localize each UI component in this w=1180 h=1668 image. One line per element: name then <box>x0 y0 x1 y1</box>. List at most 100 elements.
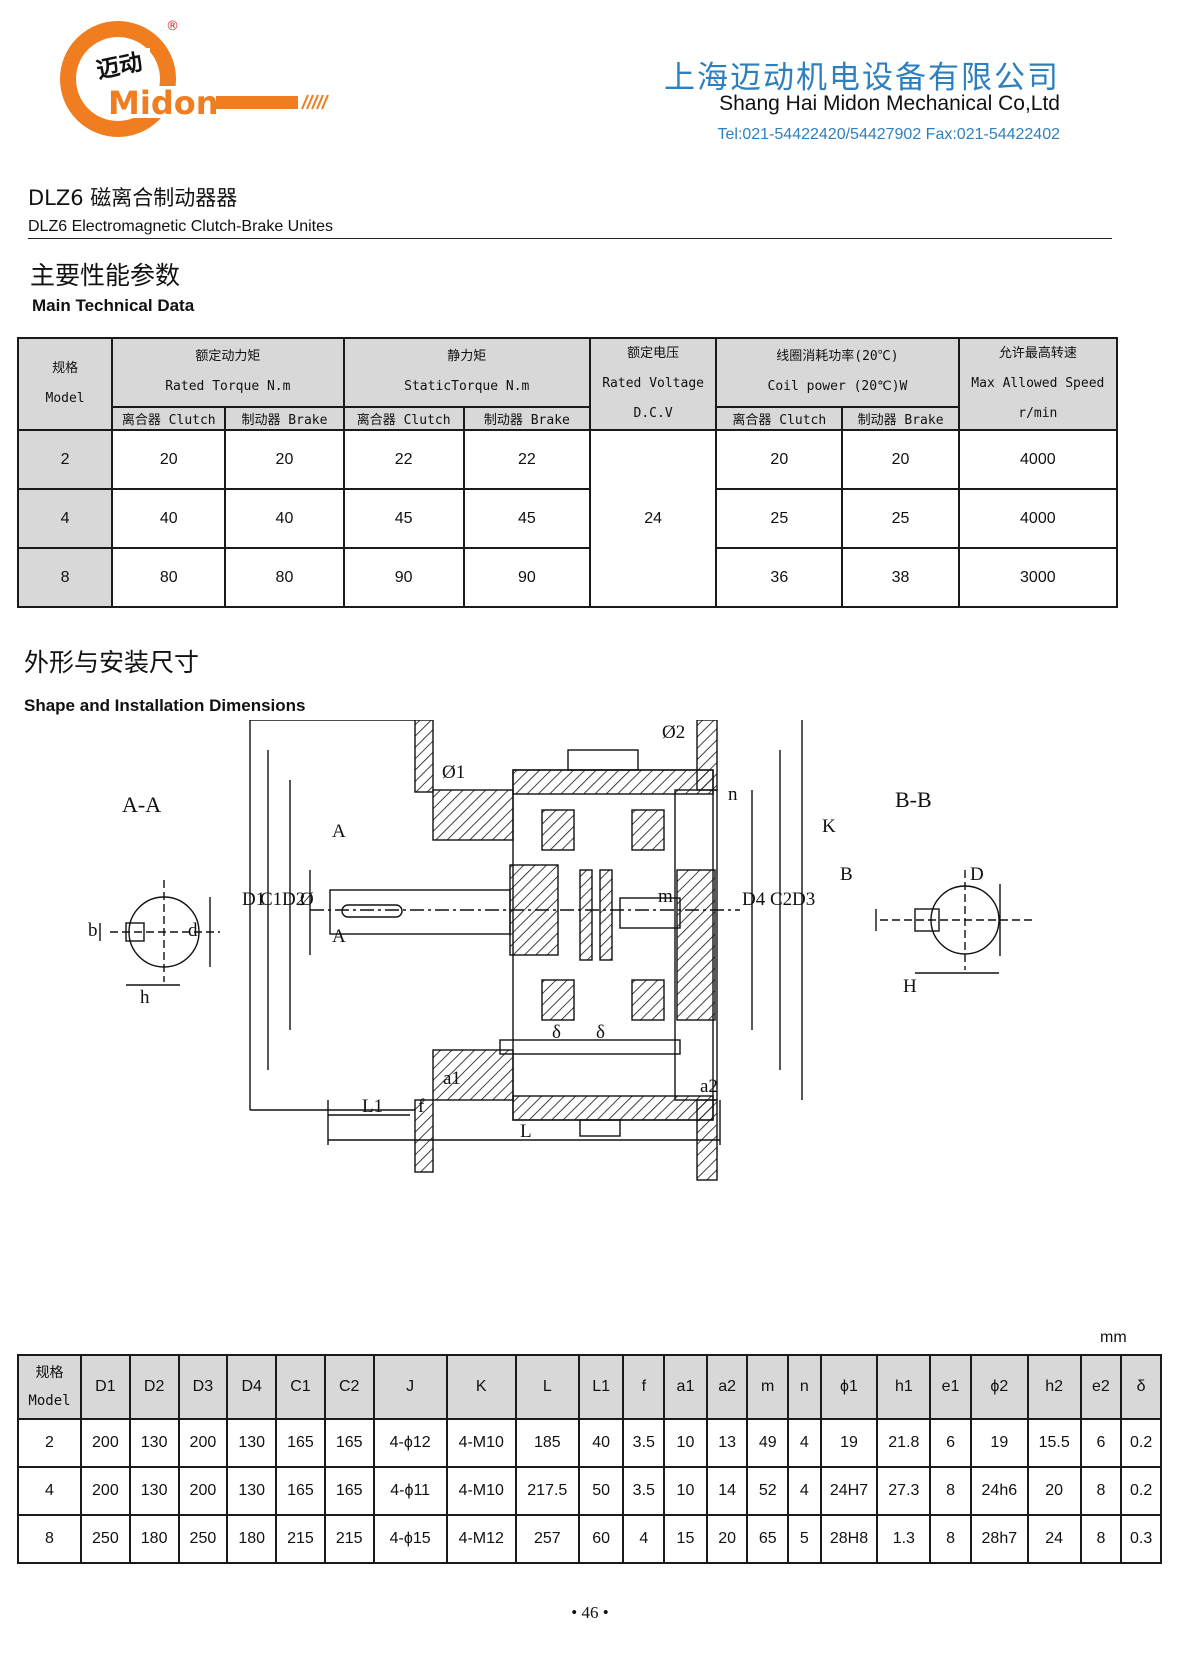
company-contact: Tel:021-54422420/54427902 Fax:021-544224… <box>717 126 1060 143</box>
header-cell: n <box>787 1354 822 1420</box>
cell: 4 <box>787 1418 822 1468</box>
cell-torque-clutch: 80 <box>111 547 227 608</box>
header-cell: e1 <box>929 1354 972 1420</box>
table-row: 2 200 130 200 130 165 165 4-ϕ12 4-M10 18… <box>17 1418 1162 1468</box>
cell: 180 <box>128 1514 180 1564</box>
header-static-torque-en: StaticTorque N.m <box>404 379 530 395</box>
label-delta-1: δ <box>552 1022 561 1043</box>
header-cell: K <box>445 1354 517 1420</box>
cell: 3.5 <box>622 1466 666 1516</box>
cell: 4-M10 <box>445 1466 517 1516</box>
header-max-speed: 允许最高转速 Max Allowed Speed r/min <box>957 337 1119 431</box>
header-cell: L1 <box>577 1354 625 1420</box>
cell: 40 <box>577 1418 625 1468</box>
cell: 4-M12 <box>445 1514 517 1564</box>
midon-logo: 迈动 Midon ® <box>60 19 329 137</box>
section-tech-title-cn: 主要性能参数 <box>30 261 181 290</box>
dimensions-table: 规格 Model D1 D2 D3 D4 C1 C2 J K L L1 f a1… <box>17 1354 1162 1564</box>
cell: 0.2 <box>1120 1418 1162 1468</box>
label-aa: A-A <box>122 792 161 817</box>
cell-torque-brake: 40 <box>224 488 345 549</box>
cell: 8 <box>929 1514 972 1564</box>
table-row: 8 250 180 250 180 215 215 4-ϕ15 4-M12 25… <box>17 1514 1162 1564</box>
cell-static-clutch: 45 <box>342 488 465 549</box>
header-model-en: Model <box>45 391 85 406</box>
cell: 19 <box>819 1418 879 1468</box>
header-cell: δ <box>1120 1354 1162 1420</box>
header-cell: J <box>372 1354 448 1420</box>
cell: 8 <box>1079 1466 1123 1516</box>
header-cell: a2 <box>705 1354 749 1420</box>
header-model-cn: 规格 <box>52 361 79 376</box>
header-cell: D2 <box>128 1354 180 1420</box>
cell: 165 <box>275 1418 326 1468</box>
cell: 28H8 <box>819 1514 879 1564</box>
header-model: 规格 Model <box>16 337 114 431</box>
cell: 10 <box>663 1418 708 1468</box>
label-a2: a2 <box>700 1076 718 1097</box>
sub-brake: 制动器 Brake <box>224 405 345 432</box>
label-n: n <box>728 784 738 805</box>
header-speed-en: Max Allowed Speed <box>971 376 1105 391</box>
header-coil-power-cn: 线圈消耗功率(20℃) <box>776 349 899 365</box>
label-d3: D3 <box>792 889 815 910</box>
cell-model: 8 <box>16 547 114 608</box>
cell: 4 <box>622 1514 666 1564</box>
cell: 6 <box>929 1418 972 1468</box>
cell: 250 <box>177 1514 229 1564</box>
cell-power-clutch: 36 <box>715 547 844 608</box>
label-delta-2: δ <box>596 1022 605 1043</box>
company-name-cn: 上海迈动机电设备有限公司 <box>664 60 1060 96</box>
cell: 130 <box>226 1418 278 1468</box>
cell-static-brake: 90 <box>462 547 592 608</box>
cell-power-clutch: 20 <box>715 429 844 490</box>
cell: 4-ϕ15 <box>372 1514 448 1564</box>
cell: 24H7 <box>819 1466 879 1516</box>
cell: 165 <box>275 1466 326 1516</box>
header-cell: a1 <box>663 1354 708 1420</box>
cell-power-brake: 20 <box>841 429 960 490</box>
cell: 4-ϕ12 <box>372 1418 448 1468</box>
table-row: 2 20 20 22 22 24 20 20 4000 <box>16 429 1119 608</box>
label-d-section: D <box>970 864 984 885</box>
cell: 8 <box>929 1466 972 1516</box>
cell: 13 <box>705 1418 749 1468</box>
header-rated-torque: 额定动力矩 Rated Torque N.m <box>111 337 345 408</box>
section-tech-title-en: Main Technical Data <box>32 296 195 315</box>
label-d4: D4 <box>742 889 766 910</box>
table-row: 4 40 40 45 45 25 25 4000 <box>16 488 1119 549</box>
cell: 257 <box>514 1514 580 1564</box>
label-l: L <box>520 1121 532 1142</box>
cell: 0.3 <box>1120 1514 1162 1564</box>
sub-clutch: 离合器 Clutch <box>342 405 465 432</box>
cell: 27.3 <box>876 1466 932 1516</box>
cell: 65 <box>746 1514 790 1564</box>
cell-torque-brake: 80 <box>224 547 345 608</box>
header-voltage-en: Rated Voltage <box>602 376 704 391</box>
cell-torque-clutch: 40 <box>111 488 227 549</box>
cell-static-clutch: 90 <box>342 547 465 608</box>
label-k: K <box>822 816 836 837</box>
cell: 180 <box>226 1514 278 1564</box>
label-m: m <box>658 886 673 907</box>
section-dims-title-cn: 外形与安装尺寸 <box>24 648 200 677</box>
label-phi2: Ø2 <box>662 722 685 743</box>
cell: 130 <box>226 1466 278 1516</box>
registered-mark: ® <box>166 19 179 34</box>
cell: 8 <box>17 1514 82 1564</box>
cell-speed: 4000 <box>957 429 1119 490</box>
table-row: 8 80 80 90 90 36 38 3000 <box>16 547 1119 608</box>
cell: 4-ϕ11 <box>372 1466 448 1516</box>
header-static-torque-cn: 静力矩 <box>447 349 487 365</box>
cell: 200 <box>79 1466 131 1516</box>
label-b-section: B <box>840 864 853 885</box>
cell: 0.2 <box>1120 1466 1162 1516</box>
label-phi: Ø <box>300 889 314 910</box>
header-speed-unit: r/min <box>1018 406 1058 421</box>
installation-drawing: A-A B-B A A b d h D1 C1 D2 Ø Ø1 Ø2 D4 C2… <box>88 720 1035 1181</box>
dims-header-row: 规格 Model D1 D2 D3 D4 C1 C2 J K L L1 f a1… <box>17 1354 1162 1420</box>
cell: 49 <box>746 1418 790 1468</box>
tech-data-table: 规格 Model 额定动力矩 Rated Torque N.m 静力矩 Stat… <box>16 337 1119 608</box>
label-b: b <box>88 920 98 941</box>
header-cell: D3 <box>177 1354 229 1420</box>
